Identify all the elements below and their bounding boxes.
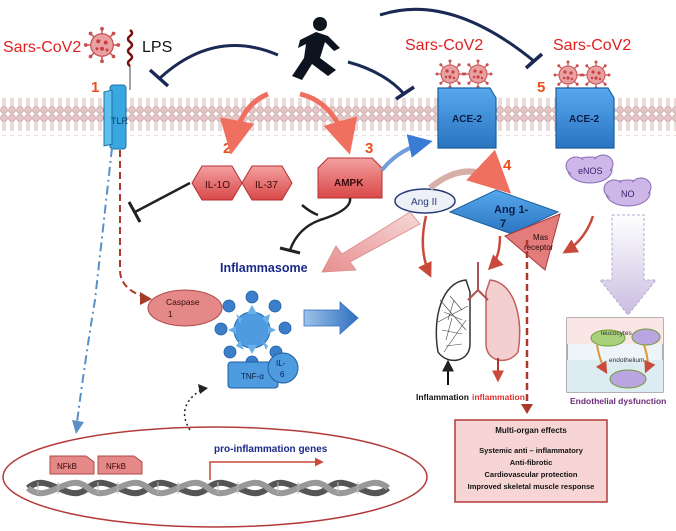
step-number-4: 4 <box>503 157 512 174</box>
nucleus-ellipse <box>2 426 428 528</box>
lps-label: LPS <box>142 39 172 56</box>
dna-strand <box>25 479 391 497</box>
ace2-receptor-left: ACE-2 <box>437 87 497 149</box>
step-number-3: 3 <box>365 140 373 157</box>
enos-cloud: eNOS <box>565 154 614 184</box>
svg-text:TLR: TLR <box>111 116 129 126</box>
effect-item: Cardiovascular protection <box>485 470 578 479</box>
svg-text:ACE-2: ACE-2 <box>569 114 599 125</box>
svg-text:TNF-α: TNF-α <box>241 372 264 381</box>
svg-text:Ang 1-: Ang 1- <box>494 204 529 216</box>
exercise-inhibits-ace2-arc <box>347 60 407 96</box>
svg-text:7: 7 <box>500 218 506 230</box>
inflammasome-output-arrow <box>303 301 359 335</box>
svg-text:6: 6 <box>280 370 285 379</box>
svg-text:Mas: Mas <box>533 233 548 242</box>
no-cloud: NO <box>603 177 652 207</box>
effects-title: Multi-organ effects <box>495 426 567 435</box>
svg-text:IL-: IL- <box>276 359 286 368</box>
sars-cov2-virus-icon <box>83 26 121 64</box>
nfkb-box-2: NFkB <box>97 455 143 475</box>
svg-text:1: 1 <box>168 309 173 319</box>
no-to-endothelium-arrow <box>598 214 658 316</box>
svg-text:AMPK: AMPK <box>334 178 364 189</box>
sars-cov2-label-mid: Sars-CoV2 <box>405 37 483 54</box>
sars-cov2-label-right: Sars-CoV2 <box>553 37 631 54</box>
inflammasome-label: Inflammasome <box>220 261 308 275</box>
inflammasome-complex <box>214 290 292 369</box>
svg-text:ACE-2: ACE-2 <box>452 114 482 125</box>
svg-text:NO: NO <box>621 189 635 199</box>
svg-text:Ang II: Ang II <box>411 197 437 208</box>
sars-cov2-virus-pair-right-icon <box>552 59 612 91</box>
ang17-diamond: Ang 1- 7 <box>448 189 560 235</box>
svg-text:eNOS: eNOS <box>578 166 603 176</box>
tlr-receptor: TLR <box>103 84 129 150</box>
multi-organ-effects-box: Multi-organ effects Systemic anti – infl… <box>454 419 608 503</box>
endothelial-panel: leucocytes endothelium <box>566 317 664 393</box>
step-number-1: 1 <box>91 79 99 96</box>
step-number-2: 2 <box>223 140 231 157</box>
runner-icon <box>292 17 340 80</box>
svg-text:Caspase: Caspase <box>166 297 200 307</box>
inflammation-down-label: inflammation <box>472 392 525 402</box>
svg-text:NFkB: NFkB <box>57 462 77 471</box>
pro-inflammation-genes-label: pro-inflammation genes <box>214 444 328 455</box>
sars-cov2-virus-pair-icon <box>434 58 494 90</box>
ang2-to-inflammasome-arrow <box>321 211 421 273</box>
transcription-arrow <box>209 457 324 480</box>
svg-text:endothelium: endothelium <box>609 357 644 364</box>
ace2-receptor-right: ACE-2 <box>555 87 615 149</box>
effect-item: Systemic anti – inflammatory <box>479 446 584 455</box>
svg-text:IL-1O: IL-1O <box>205 180 230 191</box>
step-number-5: 5 <box>537 79 545 96</box>
svg-text:IL-37: IL-37 <box>255 180 278 191</box>
sars-cov2-label-left: Sars-CoV2 <box>3 39 81 56</box>
effect-item: Anti-fibrotic <box>510 458 553 467</box>
tlr-to-nucleus-path <box>75 147 113 431</box>
ampk-box: AMPK <box>317 157 383 199</box>
inflammation-up-label: Inflammation <box>416 392 469 402</box>
svg-text:NFkB: NFkB <box>106 462 126 471</box>
lungs-illustration <box>435 262 521 362</box>
exercise-inhibits-ace2-right-arc <box>379 7 536 64</box>
ang-ii-ellipse: Ang II <box>394 188 456 214</box>
il6-circle: IL- 6 <box>267 352 299 384</box>
il37-hexagon: IL-37 <box>241 165 293 201</box>
il10-hexagon: IL-1O <box>191 165 243 201</box>
tnf-alpha-box: TNF-α <box>227 361 279 389</box>
svg-text:receptor: receptor <box>524 243 554 252</box>
effect-item: Improved skeletal muscle response <box>468 482 595 491</box>
exercise-inhibits-tlr-arc <box>158 44 279 80</box>
endothelial-dysfunction-label: Endothelial dysfunction <box>570 396 666 406</box>
mas-receptor-triangle: Mas receptor <box>504 213 561 271</box>
lps-icon <box>126 29 134 90</box>
caspase1-ellipse: Caspase 1 <box>147 289 223 327</box>
svg-text:leucocytes: leucocytes <box>601 330 632 337</box>
nfkb-box-1: NFkB <box>49 455 95 475</box>
ang2-to-ang17-arrow <box>428 149 512 194</box>
